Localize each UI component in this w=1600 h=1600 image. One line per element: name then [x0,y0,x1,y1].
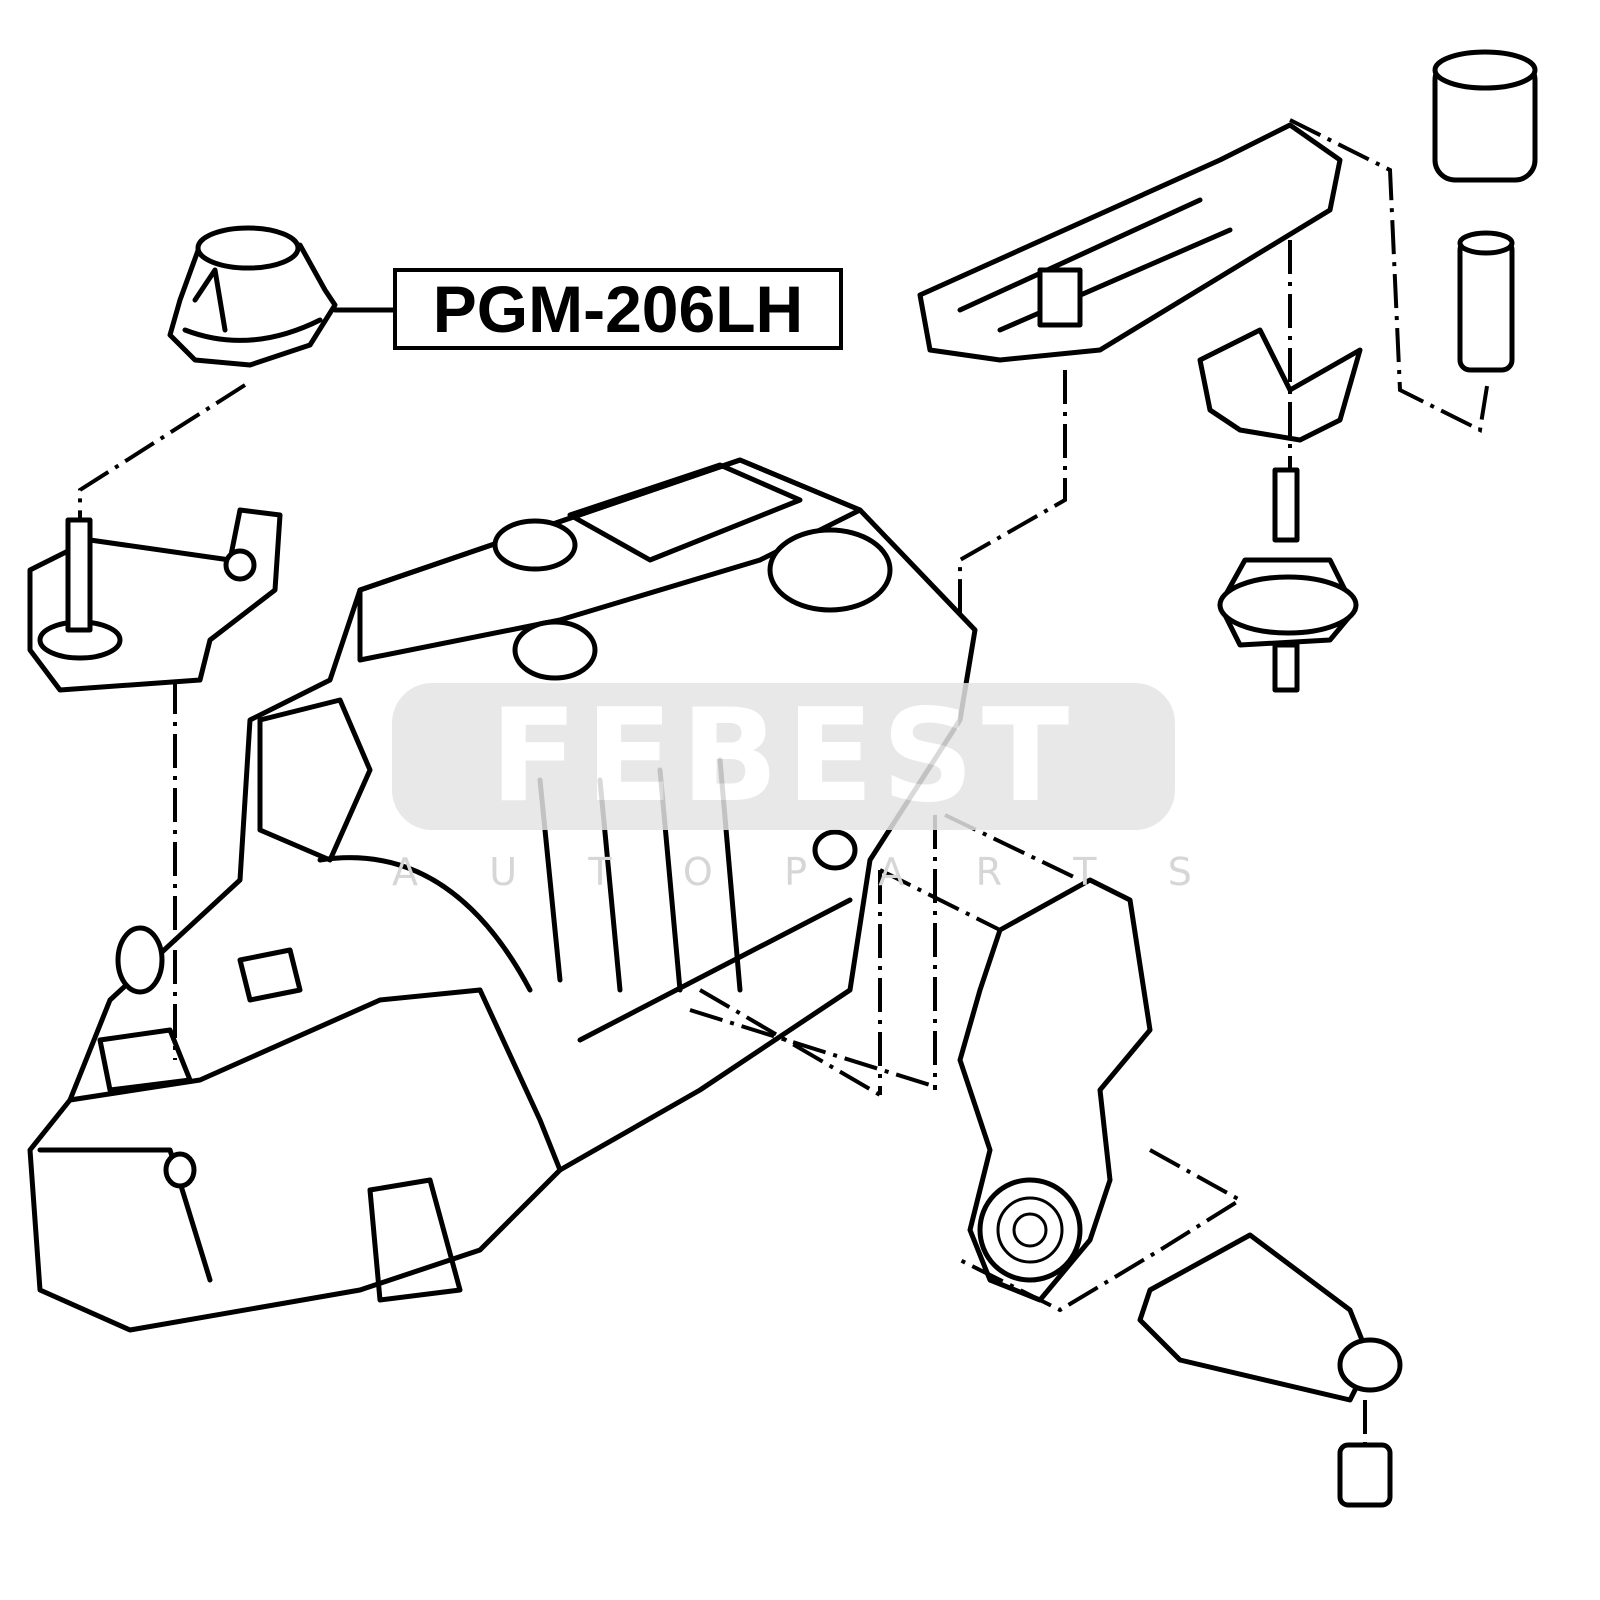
brand-watermark: FEBEST [392,682,1175,831]
engine-mount-pgm-206lh [167,225,338,368]
watermark-letter: S [1167,850,1192,894]
watermark-letter: T [588,850,612,894]
watermark-subtitle: A U T O P A R T S [392,850,1192,894]
watermark-letter: T [1073,850,1097,894]
watermark-letter: R [975,850,1002,894]
watermark-letter: U [489,850,518,894]
watermark-letter: O [682,850,713,894]
watermark-brand-text: FEBEST [489,682,1078,831]
watermark-letter: A [392,850,418,894]
right-upper-cushion [1197,49,1538,693]
watermark-letter: A [878,850,905,894]
engine-assembly [27,457,978,1333]
right-upper-bracket [917,122,1343,363]
part-number-label: PGM-206LH [393,268,843,350]
left-mount-bracket [27,507,283,693]
watermark-letter: P [784,850,808,894]
rear-mount-assembly [957,877,1403,1508]
assembly-guide-lines [78,118,1490,1445]
